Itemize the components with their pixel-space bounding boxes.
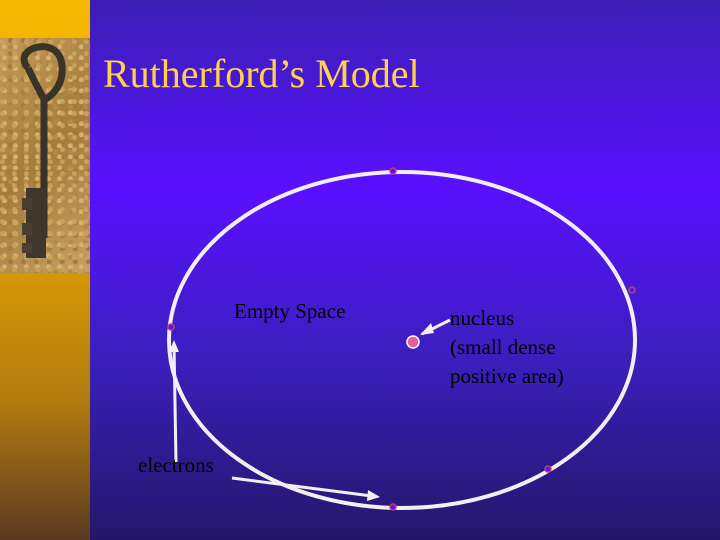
nucleus-arrowhead xyxy=(420,323,434,335)
electrons-label: electrons xyxy=(138,453,214,477)
electron-orbit xyxy=(167,170,637,510)
nucleus-label-line3: positive area) xyxy=(450,364,564,388)
electrons-arrowhead-right xyxy=(367,490,380,501)
key-photo-image xyxy=(0,38,90,273)
electrons-arrowhead-up xyxy=(169,340,179,352)
electron-right xyxy=(628,286,636,294)
nucleus-label-line2: (small dense xyxy=(450,335,556,359)
key-icon xyxy=(20,43,66,258)
empty-space-label: Empty Space xyxy=(234,299,346,323)
electron-left xyxy=(167,323,175,331)
slide-title: Rutherford’s Model xyxy=(103,51,420,96)
electrons-pointer-up xyxy=(172,344,178,463)
electron-bottom xyxy=(389,503,397,511)
electrons-pointer-right xyxy=(231,476,373,498)
nucleus xyxy=(406,335,420,349)
electron-top xyxy=(389,167,397,175)
nucleus-label-line1: nucleus xyxy=(450,306,515,330)
electron-bottom-right xyxy=(544,465,552,473)
